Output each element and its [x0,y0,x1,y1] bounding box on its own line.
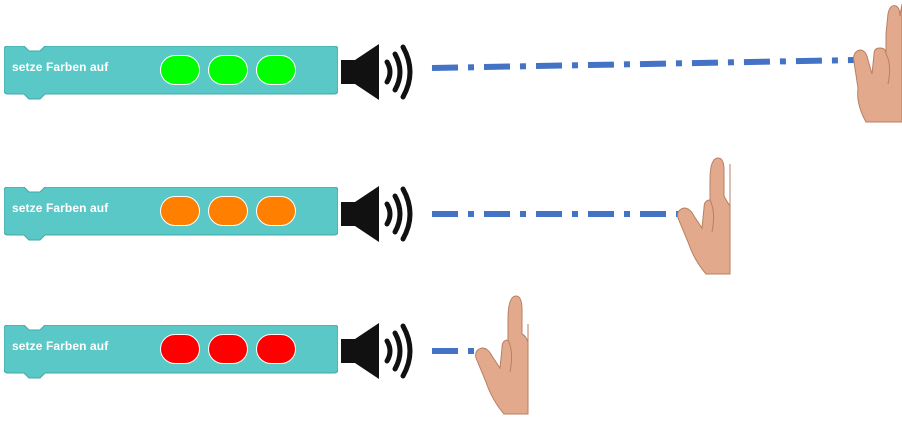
led-1 [160,334,200,364]
block-label: setze Farben auf [12,201,109,215]
block-label: setze Farben auf [12,60,109,74]
led-3 [256,196,296,226]
led-2 [208,196,248,226]
distance-beam-far [431,57,857,71]
led-3 [256,334,296,364]
set-colors-block: setze Farben auf [4,325,338,381]
led-1 [160,196,200,226]
speaker-icon [341,323,413,379]
hand-icon [475,295,529,415]
hand-icon [853,3,902,123]
hand-icon [677,157,731,275]
set-colors-block: setze Farben auf [4,187,338,243]
speaker-icon [341,44,413,100]
block-label: setze Farben auf [12,339,109,353]
led-3 [256,55,296,85]
led-1 [160,55,200,85]
speaker-icon [341,186,413,242]
set-colors-block: setze Farben auf [4,46,338,102]
led-2 [208,55,248,85]
led-2 [208,334,248,364]
